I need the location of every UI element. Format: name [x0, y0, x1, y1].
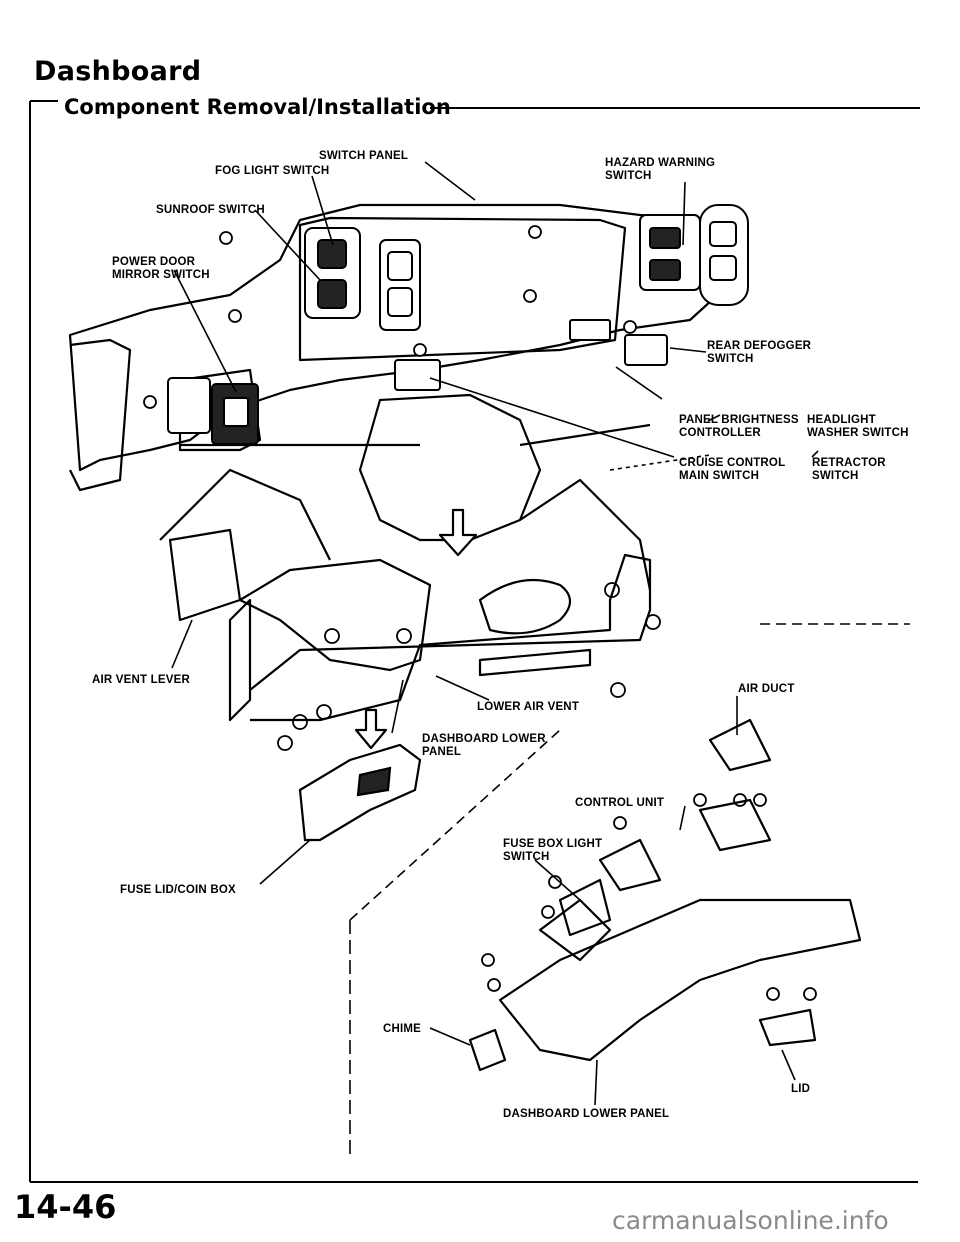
- label-headlight-washer-switch-line2: WASHER SWITCH: [807, 427, 909, 439]
- label-retractor-switch-line2: SWITCH: [812, 470, 859, 482]
- leader-lines: [171, 161, 910, 1160]
- label-rear-defogger-switch-line1: REAR DEFOGGER: [707, 340, 812, 352]
- label-dashboard-lower-panel-upper-line2: PANEL: [422, 746, 462, 758]
- label-air-vent-lever: AIR VENT LEVER: [92, 674, 191, 686]
- label-chime: CHIME: [383, 1023, 422, 1035]
- label-hazard-warning-switch-line2: SWITCH: [605, 170, 652, 182]
- label-fuse-box-light-switch-line1: FUSE BOX LIGHT: [503, 838, 603, 850]
- switch-panel: [167, 204, 749, 445]
- label-hazard-warning-switch-line1: HAZARD WARNING: [605, 157, 716, 169]
- label-lid: LID: [791, 1083, 811, 1095]
- label-switch-panel: SWITCH PANEL: [319, 150, 409, 162]
- dashboard-lower-panel-bottom: [468, 718, 862, 1072]
- label-panel-brightness-controller-line1: PANEL BRIGHTNESS: [679, 414, 799, 426]
- label-fog-light-switch: FOG LIGHT SWITCH: [215, 165, 330, 177]
- label-air-duct: AIR DUCT: [738, 683, 795, 695]
- label-headlight-washer-switch-line1: HEADLIGHT: [807, 414, 876, 426]
- watermark: carmanualsonline.info: [612, 1206, 889, 1235]
- label-cruise-control-main-switch-line2: MAIN SWITCH: [679, 470, 760, 482]
- label-cruise-control-main-switch-line1: CRUISE CONTROL: [679, 457, 786, 469]
- section-subtitle: Component Removal/Installation: [64, 95, 451, 119]
- label-fuse-box-light-switch-line2: SWITCH: [503, 851, 550, 863]
- label-fuse-lid-coin-box: FUSE LID/COIN BOX: [120, 884, 236, 896]
- dashboard-lower-panel-upper: [168, 508, 652, 750]
- label-lower-air-vent: LOWER AIR VENT: [477, 701, 580, 713]
- label-control-unit: CONTROL UNIT: [575, 797, 665, 809]
- page-number: 14-46: [14, 1188, 117, 1226]
- label-rear-defogger-switch-line2: SWITCH: [707, 353, 754, 365]
- fuse-lid-coin-box: [298, 743, 422, 842]
- label-dashboard-lower-panel-bottom: DASHBOARD LOWER PANEL: [503, 1108, 670, 1120]
- page-frame: [29, 100, 920, 1183]
- label-retractor-switch-line1: RETRACTOR: [812, 457, 886, 469]
- label-dashboard-lower-panel-upper-line1: DASHBOARD LOWER: [422, 733, 546, 745]
- label-power-door-mirror-switch-line2: MIRROR SWITCH: [112, 269, 210, 281]
- label-sunroof-switch: SUNROOF SWITCH: [156, 204, 265, 216]
- page-title: Dashboard: [34, 56, 202, 87]
- label-panel-brightness-controller-line2: CONTROLLER: [679, 427, 761, 439]
- label-power-door-mirror-switch-line1: POWER DOOR: [112, 256, 196, 268]
